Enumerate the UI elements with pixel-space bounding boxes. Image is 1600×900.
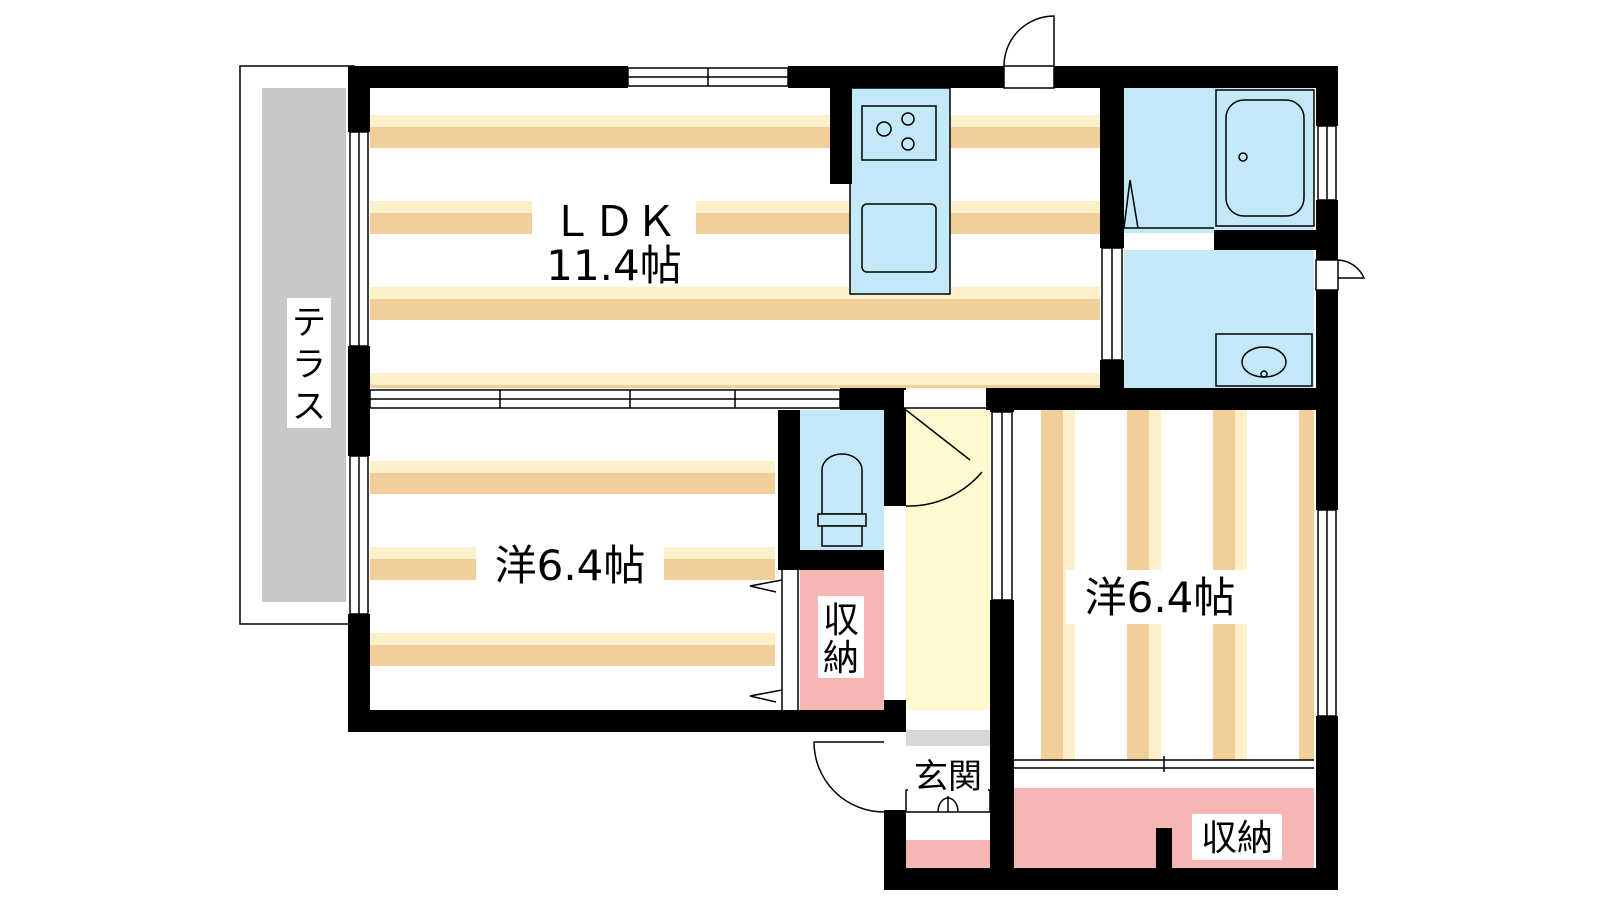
genkan-step <box>906 730 990 746</box>
toilet-icon <box>817 453 867 547</box>
corridor-floor <box>906 410 990 710</box>
windows <box>349 67 1337 772</box>
terrace-label-2: ラ <box>292 345 326 385</box>
ldk-name: ＬＤＫ <box>551 197 677 246</box>
storage-small-line2: 納 <box>823 638 859 679</box>
terrace-label-3: ス <box>292 387 326 427</box>
bathtub-icon <box>1215 89 1315 227</box>
ldk-label: ＬＤＫ 11.4帖 <box>532 196 696 290</box>
washbasin-icon <box>1215 333 1313 387</box>
terrace: テ ラ ス <box>239 65 355 625</box>
storage-small-label: 収 納 <box>818 596 864 679</box>
kitchen-sink-icon <box>861 203 937 273</box>
entrance-name: 玄関 <box>914 757 982 797</box>
stove-icon <box>861 105 937 161</box>
walls <box>348 66 1338 890</box>
western-left-label: 洋6.4帖 <box>476 540 664 592</box>
ldk-floor <box>370 88 1100 388</box>
western-left-name: 洋6.4帖 <box>495 541 646 590</box>
terrace-label-1: テ <box>292 303 326 343</box>
western-right-name: 洋6.4帖 <box>1085 573 1236 622</box>
ldk-size: 11.4帖 <box>546 241 682 290</box>
storage-small-line1: 収 <box>823 600 859 641</box>
genkan-storage-floor <box>906 840 990 868</box>
entrance-label: 玄関 <box>908 756 988 797</box>
storage-right-label: 収納 <box>1192 814 1282 860</box>
storage-right-name: 収納 <box>1201 818 1273 859</box>
western-right-label: 洋6.4帖 <box>1066 570 1254 624</box>
